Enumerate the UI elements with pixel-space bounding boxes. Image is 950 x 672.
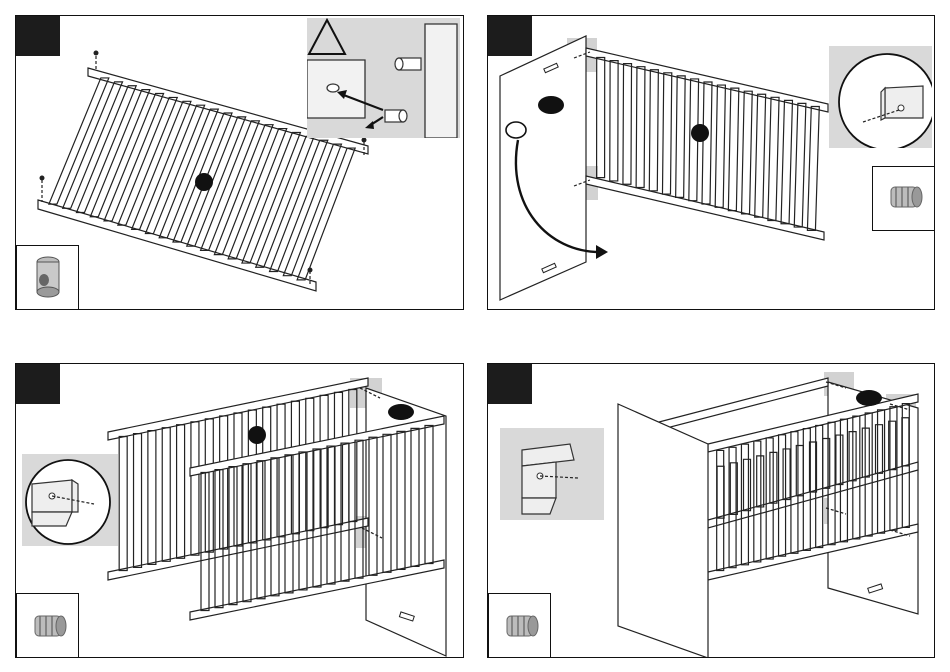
crib-slat (702, 82, 712, 204)
crib-slat (755, 94, 766, 217)
insert-detail-icon (829, 46, 932, 148)
crib-slat (234, 413, 242, 546)
crib-slat (717, 466, 724, 518)
crib-slat (220, 416, 228, 549)
crib-slat (717, 450, 724, 570)
insert-detail-icon (500, 428, 604, 520)
warning-triangle-icon (309, 20, 345, 54)
crib-slat (781, 100, 792, 223)
crib-slat (104, 94, 164, 221)
crib-slat (355, 440, 363, 578)
crib-slat (76, 86, 136, 213)
threaded-insert-icon (488, 593, 551, 658)
crib-slat (794, 103, 806, 227)
crib-slat (243, 464, 251, 602)
insert-detail-icon (22, 454, 118, 546)
crib-slat (754, 441, 761, 562)
crib-slat (744, 459, 751, 510)
crib-slat (242, 132, 300, 263)
assembly-marker-dot (691, 124, 709, 142)
crib-slat (118, 97, 177, 225)
crib-slat (297, 148, 355, 280)
crib-slat (263, 407, 271, 540)
crib-slat (623, 64, 632, 185)
crib-slat (148, 431, 156, 565)
crib-slat (90, 90, 150, 217)
crib-slat (270, 140, 328, 271)
crib-slat (191, 422, 199, 555)
crib-slat (649, 70, 658, 191)
panel-step-3 (15, 363, 464, 658)
assembly-marker-dot (248, 426, 266, 444)
barrel-nut-icon (16, 245, 79, 310)
panel-step-4 (487, 363, 935, 658)
crib-slat (49, 78, 109, 204)
assembly-marker-dot (856, 390, 882, 406)
crib-slat (741, 444, 748, 565)
threaded-insert-icon (16, 593, 79, 658)
crib-slat (63, 82, 123, 208)
threaded-insert-icon (872, 166, 935, 231)
panel-step-2 (487, 15, 935, 310)
crib-slat (768, 97, 779, 220)
crib-slat (145, 105, 204, 233)
crib-slat (162, 428, 170, 562)
crib-slat (779, 435, 786, 556)
crib-slat (757, 456, 764, 507)
crib-slat (742, 91, 753, 214)
crib-slat (271, 458, 279, 596)
panel-step-1 (15, 15, 464, 310)
crib-slat (597, 58, 605, 178)
crib-slat (256, 136, 314, 267)
crib-slat (228, 129, 287, 259)
crib-slat (676, 76, 686, 198)
crib-slat (636, 67, 645, 188)
crib-slat (257, 461, 265, 599)
crib-slat (715, 85, 725, 207)
crib-slat (807, 106, 819, 230)
crib-slat (610, 61, 618, 181)
assembly-marker-dot (388, 404, 414, 420)
crib-slat (783, 449, 790, 500)
crib-slat (215, 470, 223, 608)
crib-slat (132, 101, 191, 229)
crib-slat (728, 88, 738, 210)
crib-slat (159, 109, 218, 238)
crib-slat (283, 144, 341, 276)
crib-slat (134, 434, 142, 568)
assembly-marker-dot (538, 96, 564, 114)
dowel-detail-icon (307, 18, 460, 138)
crib-slat (214, 125, 273, 255)
assembly-marker-dot (195, 173, 213, 191)
crib-slat (119, 437, 127, 571)
crib-slat (277, 404, 285, 537)
crib-slat (177, 425, 185, 558)
crib-slat (662, 73, 671, 194)
crib-slat (229, 467, 237, 605)
crib-slat (349, 389, 357, 521)
